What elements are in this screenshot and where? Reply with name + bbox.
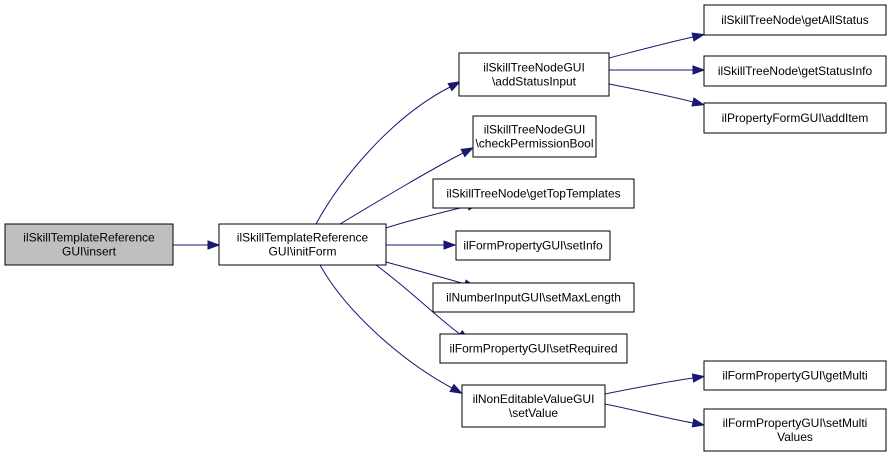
edge-line <box>319 264 453 389</box>
edge-initForm-to-checkPermissionBool <box>339 147 475 225</box>
node-label-line: ilSkillTreeNodeGUI <box>483 61 585 75</box>
node-checkPermissionBool[interactable]: ilSkillTreeNodeGUI\checkPermissionBool <box>472 115 597 158</box>
arrowhead <box>447 81 462 92</box>
arrowhead <box>692 65 706 75</box>
node-label-line: \addStatusInput <box>492 75 577 89</box>
node-getMulti[interactable]: ilFormPropertyGUI\getMulti <box>703 360 887 391</box>
node-label-line: ilNumberInputGUI\setMaxLength <box>446 291 621 305</box>
node-box <box>4 223 174 266</box>
node-box <box>455 230 611 261</box>
node-label-line: ilFormPropertyGUI\setRequired <box>449 342 617 356</box>
node-setRequired[interactable]: ilFormPropertyGUI\setRequired <box>439 333 628 364</box>
edge-setValue-to-setMultiValues <box>604 403 706 428</box>
arrowhead <box>443 240 457 250</box>
node-label-line: GUI\initForm <box>268 245 336 259</box>
node-box <box>703 408 887 452</box>
edge-line <box>375 264 461 335</box>
edge-addStatusInput-to-addItem <box>608 83 706 107</box>
edge-initForm-to-setValue <box>319 264 463 394</box>
node-box <box>703 55 887 87</box>
edge-line <box>315 86 451 225</box>
node-box <box>432 282 635 313</box>
node-setInfo[interactable]: ilFormPropertyGUI\setInfo <box>455 230 611 261</box>
node-box <box>703 360 887 391</box>
node-label-line: ilNonEditableValueGUI <box>473 392 595 406</box>
node-box <box>472 115 597 158</box>
arrowhead <box>691 97 706 107</box>
node-getAllStatus[interactable]: ilSkillTreeNode\getAllStatus <box>703 4 887 36</box>
node-box <box>432 178 635 209</box>
node-label-line: ilSkillTreeNode\getStatusInfo <box>718 64 873 78</box>
arrowhead <box>691 418 706 428</box>
node-label-line: ilPropertyFormGUI\addItem <box>722 111 869 125</box>
node-getTopTemplates[interactable]: ilSkillTreeNode\getTopTemplates <box>432 178 635 209</box>
node-addStatusInput[interactable]: ilSkillTreeNodeGUI\addStatusInput <box>458 52 610 97</box>
edge-line <box>339 152 464 225</box>
node-box <box>218 223 387 266</box>
node-label-line: ilSkillTemplateReference <box>237 231 369 245</box>
edge-line <box>604 377 694 395</box>
node-box <box>439 333 628 364</box>
node-label-line: ilFormPropertyGUI\setInfo <box>463 239 603 253</box>
arrowhead <box>691 32 706 42</box>
edge-line <box>608 36 694 59</box>
node-box <box>458 52 610 97</box>
node-label-line: ilSkillTemplateReference <box>23 231 155 245</box>
arrowhead <box>207 240 221 250</box>
nodes-layer: ilSkillTemplateReferenceGUI\insertilSkil… <box>4 4 887 452</box>
node-label-line: GUI\insert <box>62 245 117 259</box>
edge-insert-to-initForm <box>173 240 221 250</box>
edge-line <box>385 205 469 229</box>
node-getStatusInfo[interactable]: ilSkillTreeNode\getStatusInfo <box>703 55 887 87</box>
edge-addStatusInput-to-getStatusInfo <box>609 65 706 75</box>
node-setValue[interactable]: ilNonEditableValueGUI\setValue <box>461 384 606 428</box>
edge-addStatusInput-to-getAllStatus <box>608 32 706 59</box>
node-box <box>703 102 887 134</box>
node-addItem[interactable]: ilPropertyFormGUI\addItem <box>703 102 887 134</box>
edge-line <box>385 261 466 285</box>
node-label-line: ilFormPropertyGUI\setMulti <box>723 416 868 430</box>
arrowhead <box>691 373 706 383</box>
node-label-line: ilSkillTreeNodeGUI <box>484 123 586 137</box>
node-box <box>703 4 887 36</box>
node-label-line: \setValue <box>509 406 558 420</box>
node-setMaxLength[interactable]: ilNumberInputGUI\setMaxLength <box>432 282 635 313</box>
node-label-line: Values <box>777 430 813 444</box>
arrowhead <box>449 383 463 394</box>
edge-setValue-to-getMulti <box>604 373 706 395</box>
edge-initForm-to-addStatusInput <box>315 81 462 225</box>
arrowhead <box>460 147 475 158</box>
node-label-line: \checkPermissionBool <box>475 137 593 151</box>
edge-line <box>608 83 694 103</box>
edge-line <box>604 403 694 424</box>
node-label-line: ilSkillTreeNode\getAllStatus <box>721 13 869 27</box>
edge-initForm-to-setInfo <box>386 240 457 250</box>
node-label-line: ilSkillTreeNode\getTopTemplates <box>446 187 620 201</box>
node-box <box>461 384 606 428</box>
node-label-line: ilFormPropertyGUI\getMulti <box>722 369 867 383</box>
